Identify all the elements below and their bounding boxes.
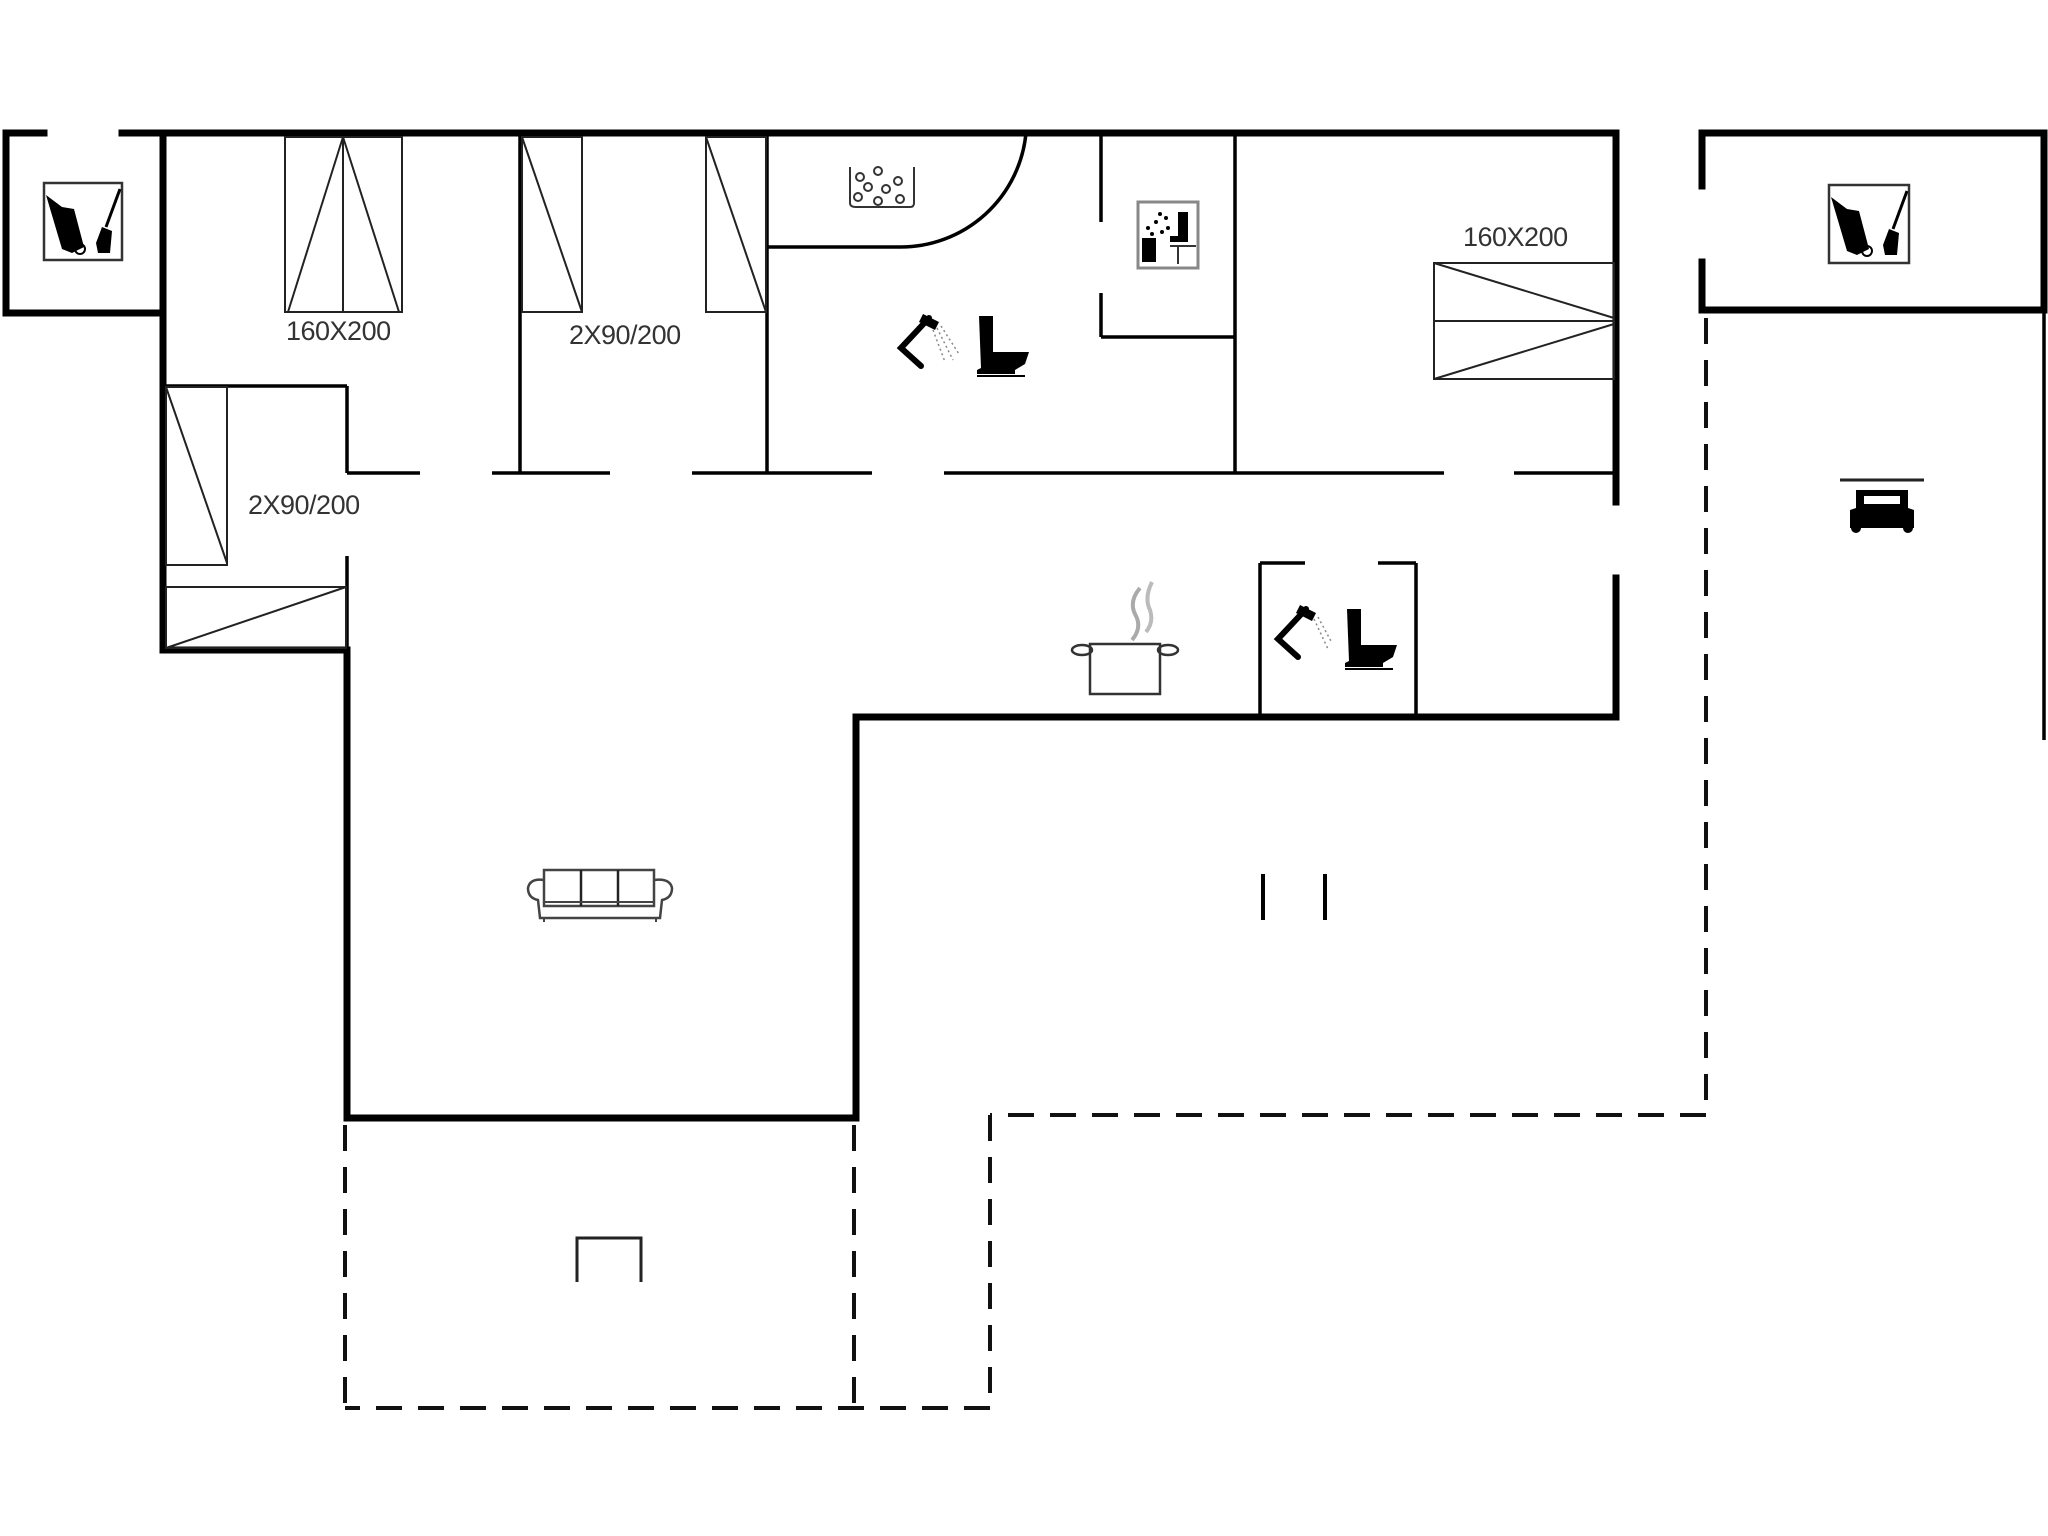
- bed-size-label-bedroom1: 160X200: [286, 316, 391, 346]
- car-icon: [1840, 478, 1924, 533]
- bed-90x200-bedroom2-a: [521, 136, 583, 313]
- bed-size-label-bedroom2: 2X90/200: [569, 320, 681, 350]
- bed-90x200-bedroom2-b: [705, 136, 767, 313]
- utility-icon: [1827, 183, 1911, 265]
- whirlpool-icon: [849, 166, 915, 208]
- bathtub-outline: [767, 132, 1028, 249]
- sauna-icon: [1136, 200, 1200, 270]
- cooking-pot-icon: [1070, 581, 1180, 696]
- opening-marks: [1261, 874, 1327, 920]
- bed-160x200-bedroom1: [284, 136, 403, 313]
- shower-icon: [1273, 605, 1333, 660]
- toilet-icon: [1345, 609, 1397, 670]
- annex-walls: [1698, 129, 2048, 740]
- bed-size-label-bedroom4: 160X200: [1463, 222, 1568, 252]
- exterior-walls: [2, 129, 1620, 1122]
- interior-walls: [163, 133, 1616, 717]
- terrace-outline: [343, 318, 1708, 1410]
- sofa-icon: [526, 868, 674, 922]
- bench-icon: [575, 1236, 643, 1282]
- toilet-icon: [977, 316, 1029, 377]
- shower-icon: [896, 314, 960, 369]
- bed-size-label-bedroom3: 2X90/200: [248, 490, 360, 520]
- bed-90x200-bedroom3-a: [165, 386, 228, 566]
- bed-90x200-bedroom3-b: [165, 586, 347, 649]
- bed-160x200-bedroom4: [1433, 262, 1615, 380]
- utility-icon: [42, 181, 124, 262]
